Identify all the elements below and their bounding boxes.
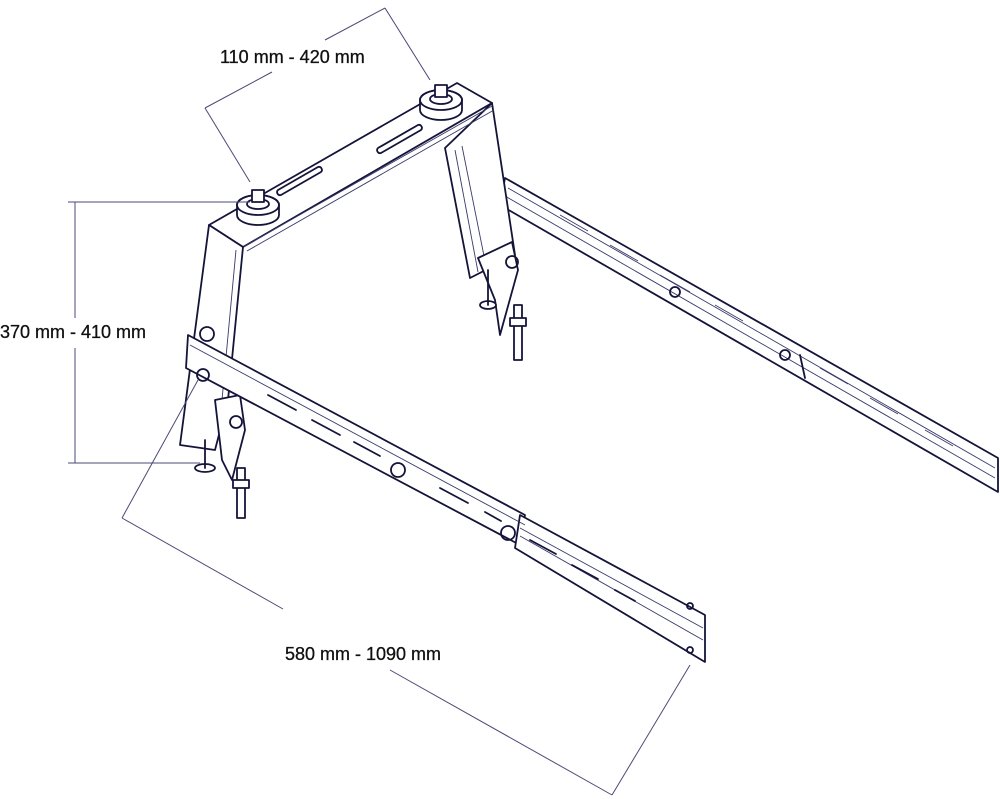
dimension-height: [68, 201, 250, 464]
height-label: 370 mm - 410 mm: [0, 322, 147, 342]
dimension-arm-length: [121, 379, 691, 796]
top-bolt-left: [236, 189, 280, 226]
top-bolt-right: [419, 84, 463, 121]
left-leg: [179, 224, 250, 519]
front-arm: [185, 326, 706, 663]
bolt-spacing-label: 110 mm - 420 mm: [220, 47, 365, 67]
back-arm: [499, 177, 999, 493]
arm-length-label: 580 mm - 1090 mm: [285, 644, 442, 664]
right-leg: [444, 102, 527, 361]
dimension-bolt-spacing: [204, 7, 431, 183]
